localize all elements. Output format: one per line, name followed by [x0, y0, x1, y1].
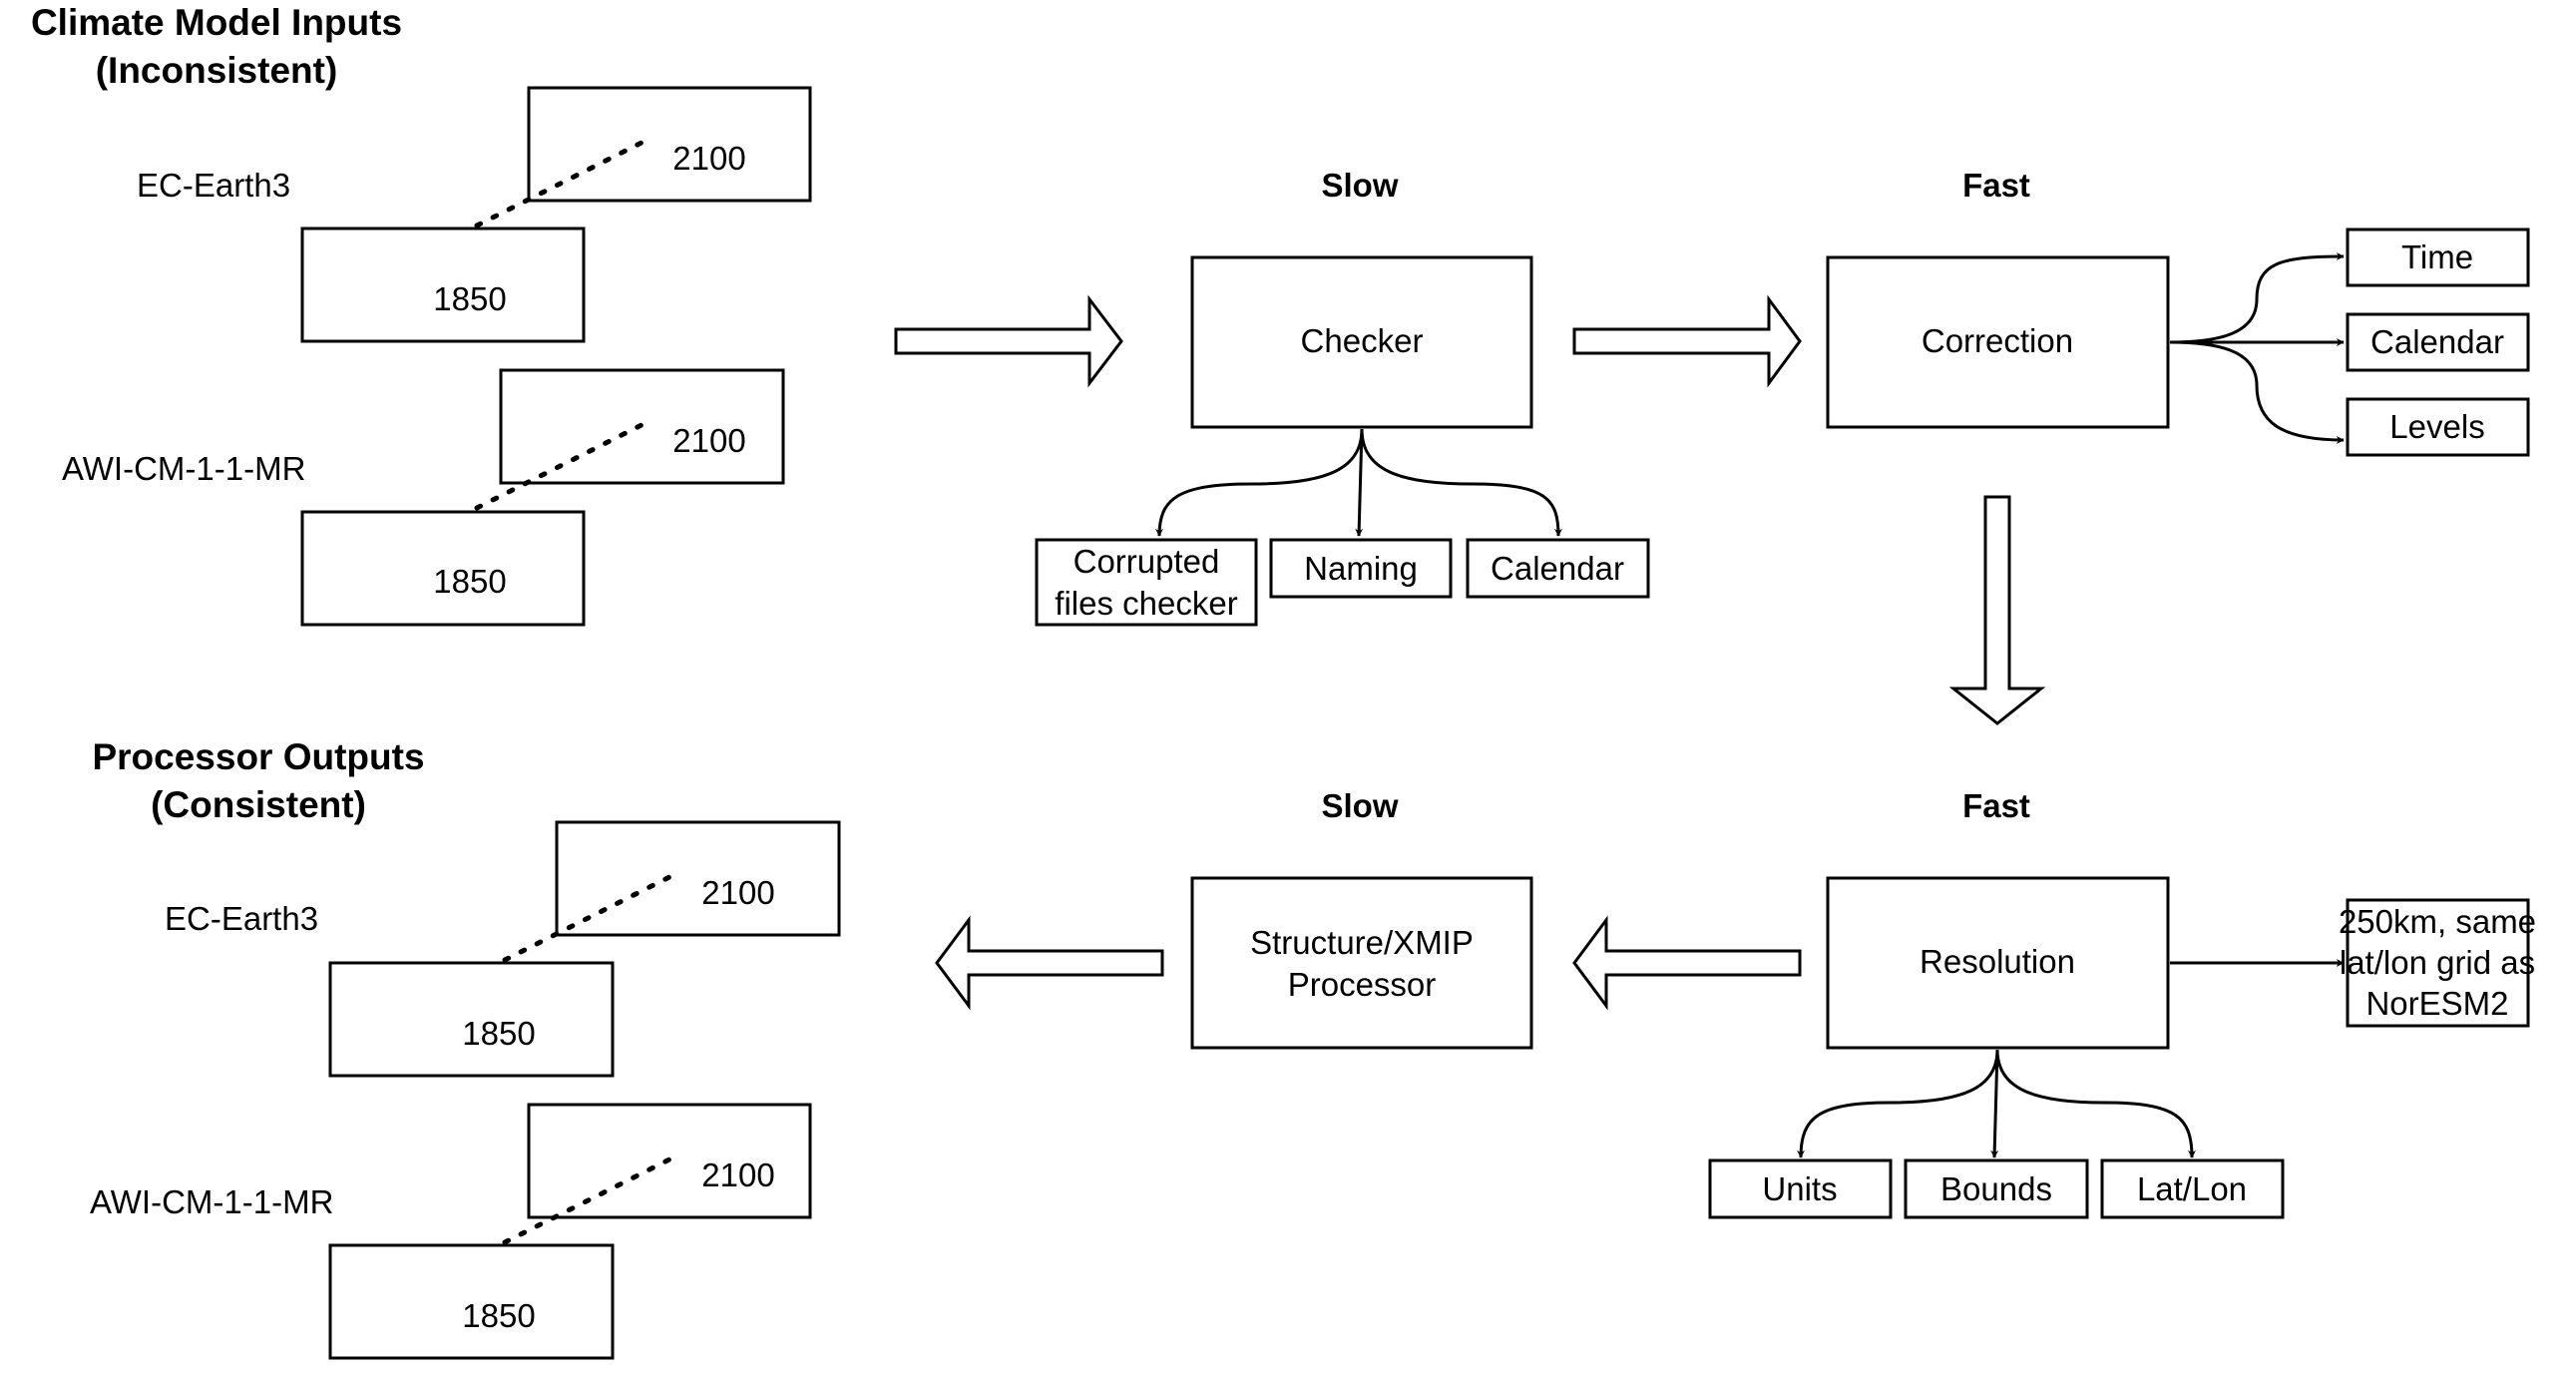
input-model-name: EC-Earth3 — [137, 167, 290, 204]
resolution-arrow-units — [1797, 1049, 1999, 1158]
resolution-arrow-bounds — [1990, 1049, 1999, 1158]
checker-stage: Slow Checker Corrupted files checker Nam… — [1035, 167, 1650, 627]
checker-corrupted-label-line1: Corrupted — [1073, 543, 1220, 580]
checker-corrupted-files-box — [1035, 538, 1258, 627]
input-end-box — [527, 86, 812, 203]
inputs-title-line1: Climate Model Inputs — [31, 2, 402, 43]
output-dotted-link — [502, 874, 672, 963]
flow-arrow-inputs-to-checker — [894, 294, 1123, 388]
correction-calendar-label: Calendar — [2370, 323, 2504, 360]
output-model-name: AWI-CM-1-1-MR — [90, 1183, 333, 1220]
input-start-year: 1850 — [433, 563, 506, 600]
inputs-title-line2: (Inconsistent) — [96, 50, 338, 91]
checker-arrow-calendar — [1360, 428, 1562, 537]
checker-speed-label: Slow — [1321, 167, 1398, 204]
input-start-box — [300, 227, 586, 343]
resolution-bounds-label: Bounds — [1940, 1170, 2052, 1207]
checker-naming-label: Naming — [1304, 550, 1418, 587]
flow-arrow-checker-to-correction — [1572, 294, 1802, 388]
input-dotted-link — [474, 422, 644, 511]
input-model-awi-cm-1-1-mr: AWI-CM-1-1-MR 2100 1850 — [62, 368, 785, 627]
correction-arrow-levels — [2169, 340, 2345, 444]
correction-label: Correction — [1922, 322, 2073, 359]
resolution-latlon-box — [2100, 1158, 2285, 1219]
output-end-year: 2100 — [701, 1156, 774, 1193]
structure-box — [1190, 876, 1533, 1050]
output-end-box — [555, 820, 841, 937]
resolution-speed-label: Fast — [1962, 787, 2030, 824]
checker-arrow-naming — [1355, 428, 1364, 537]
checker-calendar-box — [1466, 538, 1650, 599]
output-model-awi-cm-1-1-mr: AWI-CM-1-1-MR 2100 1850 — [90, 1103, 812, 1360]
structure-speed-label: Slow — [1321, 787, 1398, 824]
flow-arrow-correction-to-resolution — [1948, 495, 2046, 725]
output-end-year: 2100 — [701, 874, 774, 911]
outputs-title-line2: (Consistent) — [151, 784, 366, 825]
correction-stage: Fast Correction Time Calendar Levels — [1826, 167, 2530, 457]
structure-label-line1: Structure/XMIP — [1250, 924, 1474, 961]
input-end-year: 2100 — [672, 140, 745, 177]
correction-box — [1826, 255, 2170, 429]
correction-arrow-time — [2169, 252, 2345, 344]
checker-corrupted-label-line2: files checker — [1055, 585, 1237, 622]
checker-label: Checker — [1301, 322, 1424, 359]
inputs-section: Climate Model Inputs (Inconsistent) EC-E… — [31, 2, 812, 627]
resolution-target-line1: 250km, same — [2339, 903, 2536, 940]
resolution-arrow-latlon — [1995, 1049, 2196, 1158]
output-dotted-link — [502, 1156, 672, 1245]
correction-levels-box — [2346, 397, 2530, 457]
checker-box — [1190, 255, 1533, 429]
correction-time-label: Time — [2401, 238, 2473, 275]
output-start-year: 1850 — [462, 1015, 535, 1052]
outputs-section: Processor Outputs (Consistent) EC-Earth3… — [90, 736, 841, 1360]
output-start-box — [328, 1243, 615, 1360]
output-model-name: EC-Earth3 — [165, 900, 318, 937]
input-end-year: 2100 — [672, 422, 745, 459]
resolution-target-line3: NorESM2 — [2365, 985, 2508, 1022]
correction-speed-label: Fast — [1962, 167, 2030, 204]
output-start-year: 1850 — [462, 1297, 535, 1334]
resolution-stage: Fast Resolution 250km, same lat/lon grid… — [1708, 787, 2536, 1219]
correction-time-box — [2346, 228, 2530, 287]
checker-naming-box — [1269, 538, 1453, 599]
resolution-units-label: Units — [1762, 1170, 1837, 1207]
output-model-ec-earth3: EC-Earth3 2100 1850 — [165, 820, 841, 1078]
input-dotted-link — [474, 140, 644, 229]
output-start-box — [328, 961, 615, 1078]
resolution-label: Resolution — [1920, 943, 2075, 980]
checker-arrow-corrupted — [1155, 428, 1364, 537]
flow-arrow-structure-to-outputs — [935, 915, 1164, 1011]
input-model-ec-earth3: EC-Earth3 2100 1850 — [137, 86, 812, 343]
input-start-box — [300, 510, 586, 627]
flow-arrow-resolution-to-structure — [1572, 915, 1802, 1011]
input-model-name: AWI-CM-1-1-MR — [62, 450, 305, 487]
resolution-box — [1826, 876, 2170, 1050]
resolution-target-box — [2346, 898, 2530, 1028]
resolution-latlon-label: Lat/Lon — [2137, 1170, 2247, 1207]
checker-calendar-label: Calendar — [1491, 550, 1624, 587]
resolution-target-line2: lat/lon grid as — [2340, 944, 2535, 981]
correction-calendar-box — [2346, 312, 2530, 372]
structure-stage: Slow Structure/XMIP Processor — [1190, 787, 1533, 1050]
correction-levels-label: Levels — [2389, 408, 2484, 445]
resolution-units-box — [1708, 1158, 1893, 1219]
outputs-title-line1: Processor Outputs — [92, 736, 424, 777]
input-start-year: 1850 — [433, 280, 506, 317]
resolution-bounds-box — [1904, 1158, 2089, 1219]
structure-label-line2: Processor — [1288, 966, 1437, 1003]
